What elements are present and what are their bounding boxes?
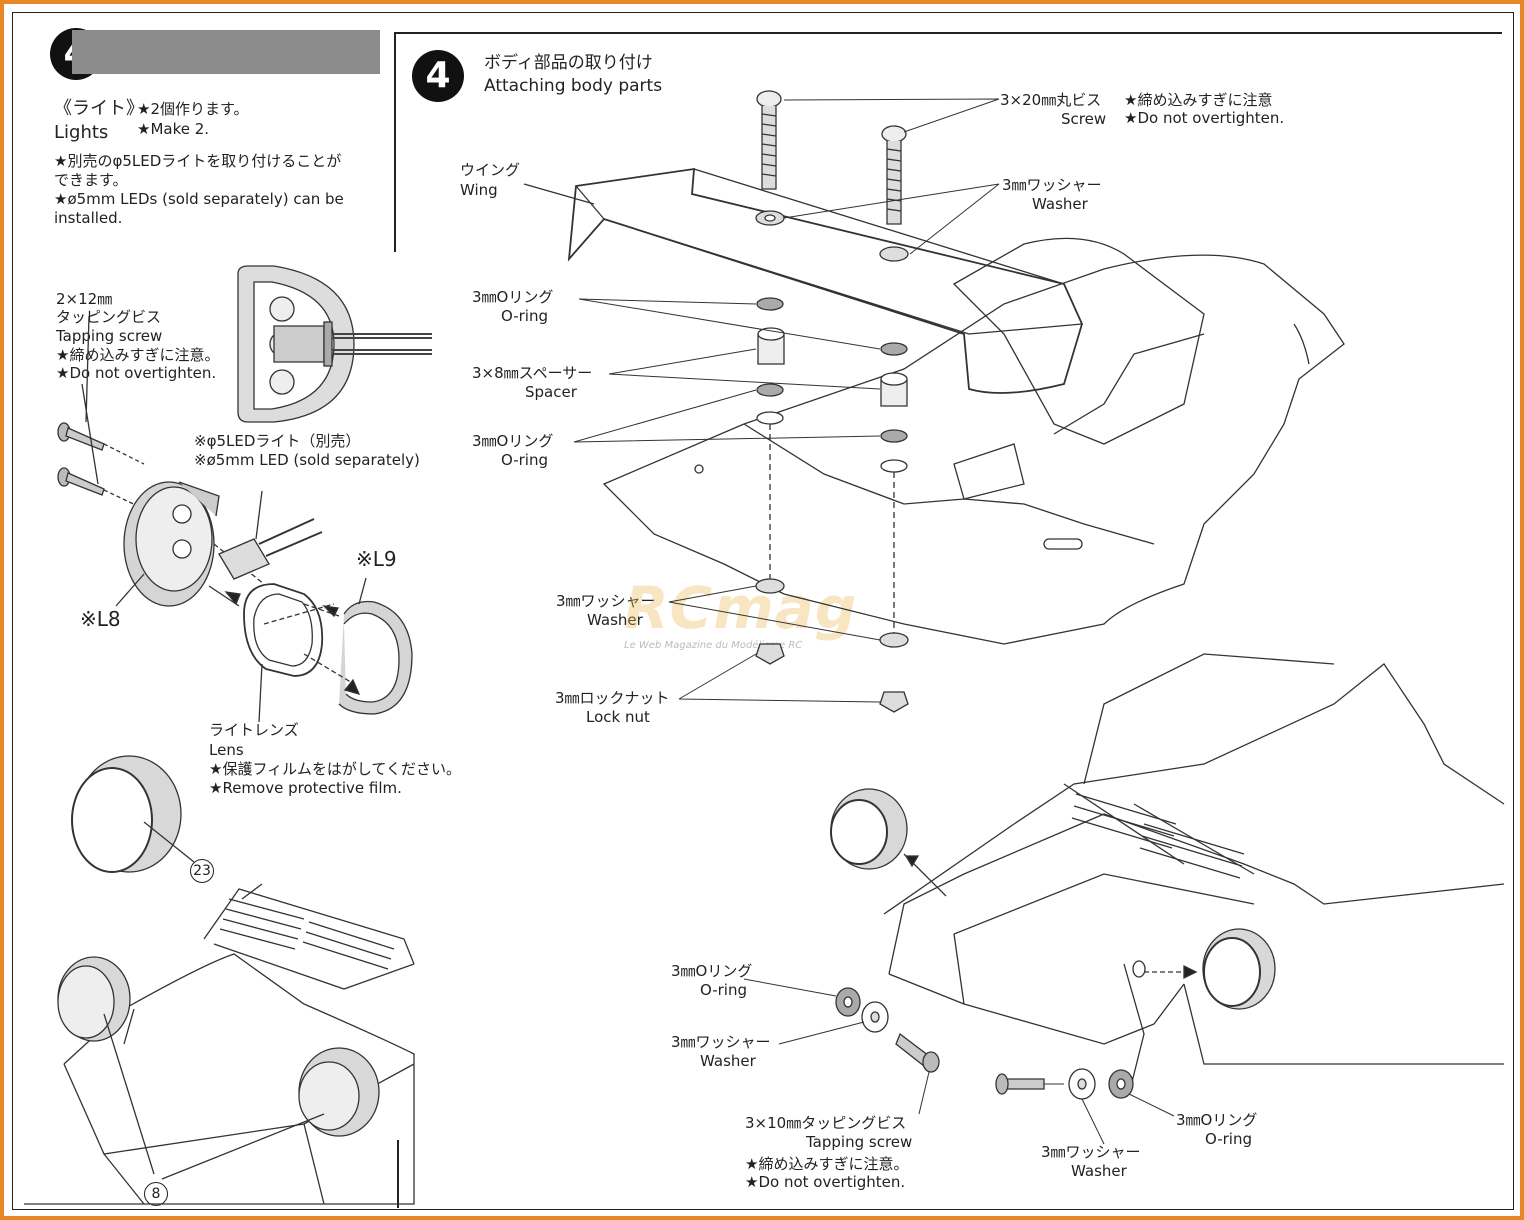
washer-bot-jp: 3㎜ワッシャー — [1041, 1143, 1141, 1161]
sticker-23-callout: 23 — [190, 859, 214, 883]
screw-label-jp: 3×20㎜丸ビス — [1000, 91, 1102, 109]
screw-warn-jp: ★締め込みすぎに注意 — [1124, 91, 1273, 109]
washer-top-en: Washer — [1032, 195, 1088, 213]
oring3-en: O-ring — [700, 981, 747, 999]
leader-lines — [573, 98, 1000, 703]
locknut-jp: 3㎜ロックナット — [555, 689, 670, 707]
right-panel-border-left-top — [394, 32, 396, 252]
make-note-en: ★Make 2. — [137, 120, 210, 138]
right-title-jp: ボディ部品の取り付け — [484, 53, 653, 73]
step-badge-right: 4 — [412, 50, 464, 102]
screw-label-en: Screw — [1061, 110, 1107, 128]
spacer-jp: 3×8㎜スペーサー — [472, 364, 593, 382]
washer-mid-en: Washer — [587, 611, 643, 629]
washer-mid-jp: 3㎜ワッシャー — [556, 592, 656, 610]
lens-label-en: Lens — [209, 741, 244, 759]
finished-light — [71, 755, 195, 873]
tapping-warn-en: ★Do not overtighten. — [56, 364, 217, 382]
tap10-warn-en: ★Do not overtighten. — [745, 1173, 906, 1191]
oring4-jp: 3㎜Oリング — [1176, 1111, 1258, 1129]
washer-low-en: Washer — [700, 1052, 756, 1070]
oring4-en: O-ring — [1205, 1130, 1252, 1148]
oring2-en: O-ring — [501, 451, 548, 469]
right-panel-border-top — [394, 32, 1502, 34]
part-l8-label: ※L8 — [80, 607, 121, 631]
oring2-jp: 3㎜Oリング — [472, 432, 554, 450]
tapping-warn-jp: ★締め込みすぎに注意。 — [56, 346, 220, 364]
wing-label-jp: ウイング — [460, 161, 521, 179]
lights-title-jp: 《ライト》 — [54, 98, 144, 119]
step-header-bar — [72, 30, 380, 74]
tapping-screw-size: 2×12㎜ — [56, 290, 113, 308]
tapping-screw-en: Tapping screw — [56, 327, 163, 345]
led-note-en-1: ★ø5mm LEDs (sold separately) can be — [54, 190, 344, 208]
led-note-jp-1: ★別売のφ5LEDライトを取り付けることが — [54, 152, 342, 170]
spacer-en: Spacer — [525, 383, 577, 401]
assembly-drawings — [24, 90, 1505, 1205]
oring1-jp: 3㎜Oリング — [472, 288, 554, 306]
bottom-hardware — [743, 978, 1175, 1145]
led-label-en: ※ø5mm LED (sold separately) — [194, 451, 420, 469]
wing-label-en: Wing — [460, 181, 498, 199]
part-l9-label: ※L9 — [356, 547, 397, 571]
washer-top-jp: 3㎜ワッシャー — [1002, 176, 1102, 194]
housing-l8 — [115, 481, 265, 607]
make-note-jp: ★2個作ります。 — [137, 100, 249, 118]
screw-warn-en: ★Do not overtighten. — [1124, 109, 1285, 127]
led-bulb — [218, 490, 323, 580]
bezel-l9 — [303, 577, 413, 715]
tapping-screws-left — [57, 315, 145, 510]
tap10-en: Tapping screw — [806, 1133, 913, 1151]
tap10-warn-jp: ★締め込みすぎに注意。 — [745, 1155, 909, 1173]
front-body-left — [24, 883, 415, 1205]
lens-part — [243, 583, 335, 723]
instruction-sheet — [12, 12, 1514, 1210]
wing-part — [523, 167, 1083, 394]
locknut-en: Lock nut — [586, 708, 650, 726]
front-body-right — [883, 653, 1505, 1095]
led-note-jp-2: できます。 — [54, 171, 128, 189]
right-lights — [830, 788, 1276, 1010]
screw-stack-right — [879, 125, 909, 713]
tap10-jp: 3×10㎜タッピングビス — [745, 1114, 907, 1132]
tapping-screw-jp: タッピングビス — [56, 308, 162, 326]
lens-note-en: ★Remove protective film. — [209, 779, 402, 797]
sticker-8-callout: 8 — [144, 1182, 168, 1206]
screw-stack-left — [755, 90, 785, 665]
lens-note-jp: ★保護フィルムをはがしてください。 — [209, 760, 461, 778]
lights-title-en: Lights — [54, 122, 109, 143]
right-panel-border-left-bottom — [397, 1140, 399, 1208]
led-housing-diagram — [237, 265, 432, 423]
washer-bot-en: Washer — [1071, 1162, 1127, 1180]
washer-low-jp: 3㎜ワッシャー — [671, 1033, 771, 1051]
led-note-en-2: installed. — [54, 209, 123, 227]
rear-body — [602, 237, 1345, 645]
watermark-tagline: Le Web Magazine du Modélisme RC — [624, 640, 803, 651]
led-label-jp: ※φ5LEDライト（別売） — [194, 432, 361, 450]
right-title-en: Attaching body parts — [484, 76, 663, 96]
oring1-en: O-ring — [501, 307, 548, 325]
lens-label-jp: ライトレンズ — [209, 721, 299, 739]
oring3-jp: 3㎜Oリング — [671, 962, 753, 980]
watermark-logo: RCmag — [624, 574, 858, 642]
